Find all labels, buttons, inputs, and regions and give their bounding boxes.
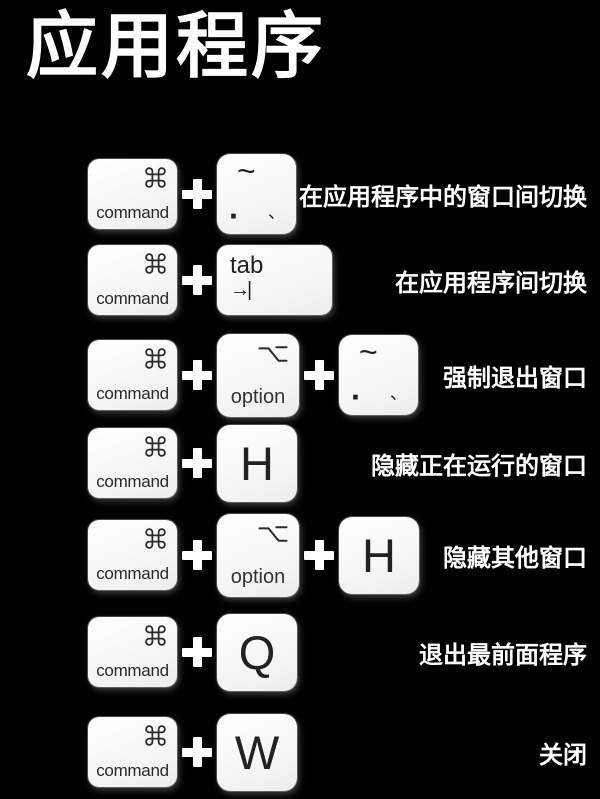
shortcut-row: command option H 隐藏其他窗口 bbox=[0, 510, 600, 600]
key-tilde: ~ · 、 bbox=[339, 334, 418, 415]
key-tilde: ~ · 、 bbox=[217, 153, 296, 234]
shortcut-row: command Q 退出最前面程序 bbox=[0, 607, 600, 697]
option-key-label: option bbox=[230, 565, 286, 588]
plus-icon bbox=[182, 265, 212, 295]
shortcut-description: 关闭 bbox=[539, 741, 587, 769]
page-title: 应用程序 bbox=[26, 7, 327, 87]
command-key-label: command bbox=[96, 472, 169, 491]
ideographic-comma-symbol: 、 bbox=[268, 203, 285, 222]
shortcut-row: command tab→| 在应用程序间切换 bbox=[0, 235, 600, 325]
shortcut-description: 在应用程序中的窗口间切换 bbox=[299, 183, 587, 211]
key-letter-label: H bbox=[362, 528, 396, 582]
shortcut-description: 强制退出窗口 bbox=[443, 364, 587, 392]
key-command: command bbox=[88, 159, 177, 229]
tilde-symbol: ~ bbox=[237, 153, 256, 189]
key-command: command bbox=[88, 245, 177, 315]
shortcut-description: 在应用程序间切换 bbox=[395, 269, 587, 297]
ideographic-comma-symbol: 、 bbox=[390, 384, 407, 403]
plus-icon bbox=[304, 540, 334, 570]
shortcut-description: 隐藏正在运行的窗口 bbox=[371, 452, 587, 480]
key-command: command bbox=[88, 717, 177, 787]
key-option: option bbox=[217, 333, 299, 417]
command-icon bbox=[145, 253, 166, 274]
option-key-label: option bbox=[230, 385, 286, 408]
command-key-label: command bbox=[96, 289, 169, 308]
command-key-label: command bbox=[96, 203, 169, 222]
shortcut-description: 退出最前面程序 bbox=[419, 641, 587, 669]
key-command: command bbox=[88, 340, 177, 410]
plus-icon bbox=[182, 637, 212, 667]
command-key-label: command bbox=[96, 761, 169, 780]
key-command: command bbox=[88, 520, 177, 590]
shortcut-row: command option ~ · 、 强制退出窗口 bbox=[0, 330, 600, 420]
tab-key-label: tab bbox=[230, 252, 264, 279]
tab-arrow-icon: →| bbox=[230, 279, 252, 302]
command-icon bbox=[145, 167, 166, 188]
dot-symbol: · bbox=[229, 198, 240, 234]
dot-symbol: · bbox=[351, 379, 362, 415]
option-icon bbox=[258, 525, 288, 542]
key-letter-label: Q bbox=[238, 625, 276, 679]
key-letter-label: W bbox=[234, 725, 280, 779]
command-icon bbox=[145, 528, 166, 549]
key-h: H bbox=[217, 424, 297, 502]
plus-icon bbox=[182, 448, 212, 478]
command-icon bbox=[145, 348, 166, 369]
plus-icon bbox=[304, 360, 334, 390]
option-icon bbox=[258, 345, 288, 362]
plus-icon bbox=[182, 737, 212, 767]
plus-icon bbox=[182, 540, 212, 570]
shortcut-row: command ~ · 、在应用程序中的窗口间切换 bbox=[0, 149, 600, 239]
command-key-label: command bbox=[96, 384, 169, 403]
key-command: command bbox=[88, 617, 177, 687]
command-key-label: command bbox=[96, 661, 169, 680]
command-icon bbox=[145, 436, 166, 457]
key-option: option bbox=[217, 513, 299, 597]
key-command: command bbox=[88, 428, 177, 498]
plus-icon bbox=[182, 179, 212, 209]
key-w: W bbox=[217, 713, 297, 791]
plus-icon bbox=[182, 360, 212, 390]
command-icon bbox=[145, 725, 166, 746]
key-tab: tab→| bbox=[217, 245, 332, 315]
tilde-symbol: ~ bbox=[359, 334, 378, 370]
key-q: Q bbox=[217, 613, 297, 691]
shortcut-row: command H 隐藏正在运行的窗口 bbox=[0, 418, 600, 508]
shortcut-description: 隐藏其他窗口 bbox=[443, 544, 587, 572]
command-icon bbox=[145, 625, 166, 646]
command-key-label: command bbox=[96, 564, 169, 583]
key-h: H bbox=[339, 516, 419, 594]
shortcut-row: command W 关闭 bbox=[0, 707, 600, 797]
key-letter-label: H bbox=[240, 436, 274, 490]
